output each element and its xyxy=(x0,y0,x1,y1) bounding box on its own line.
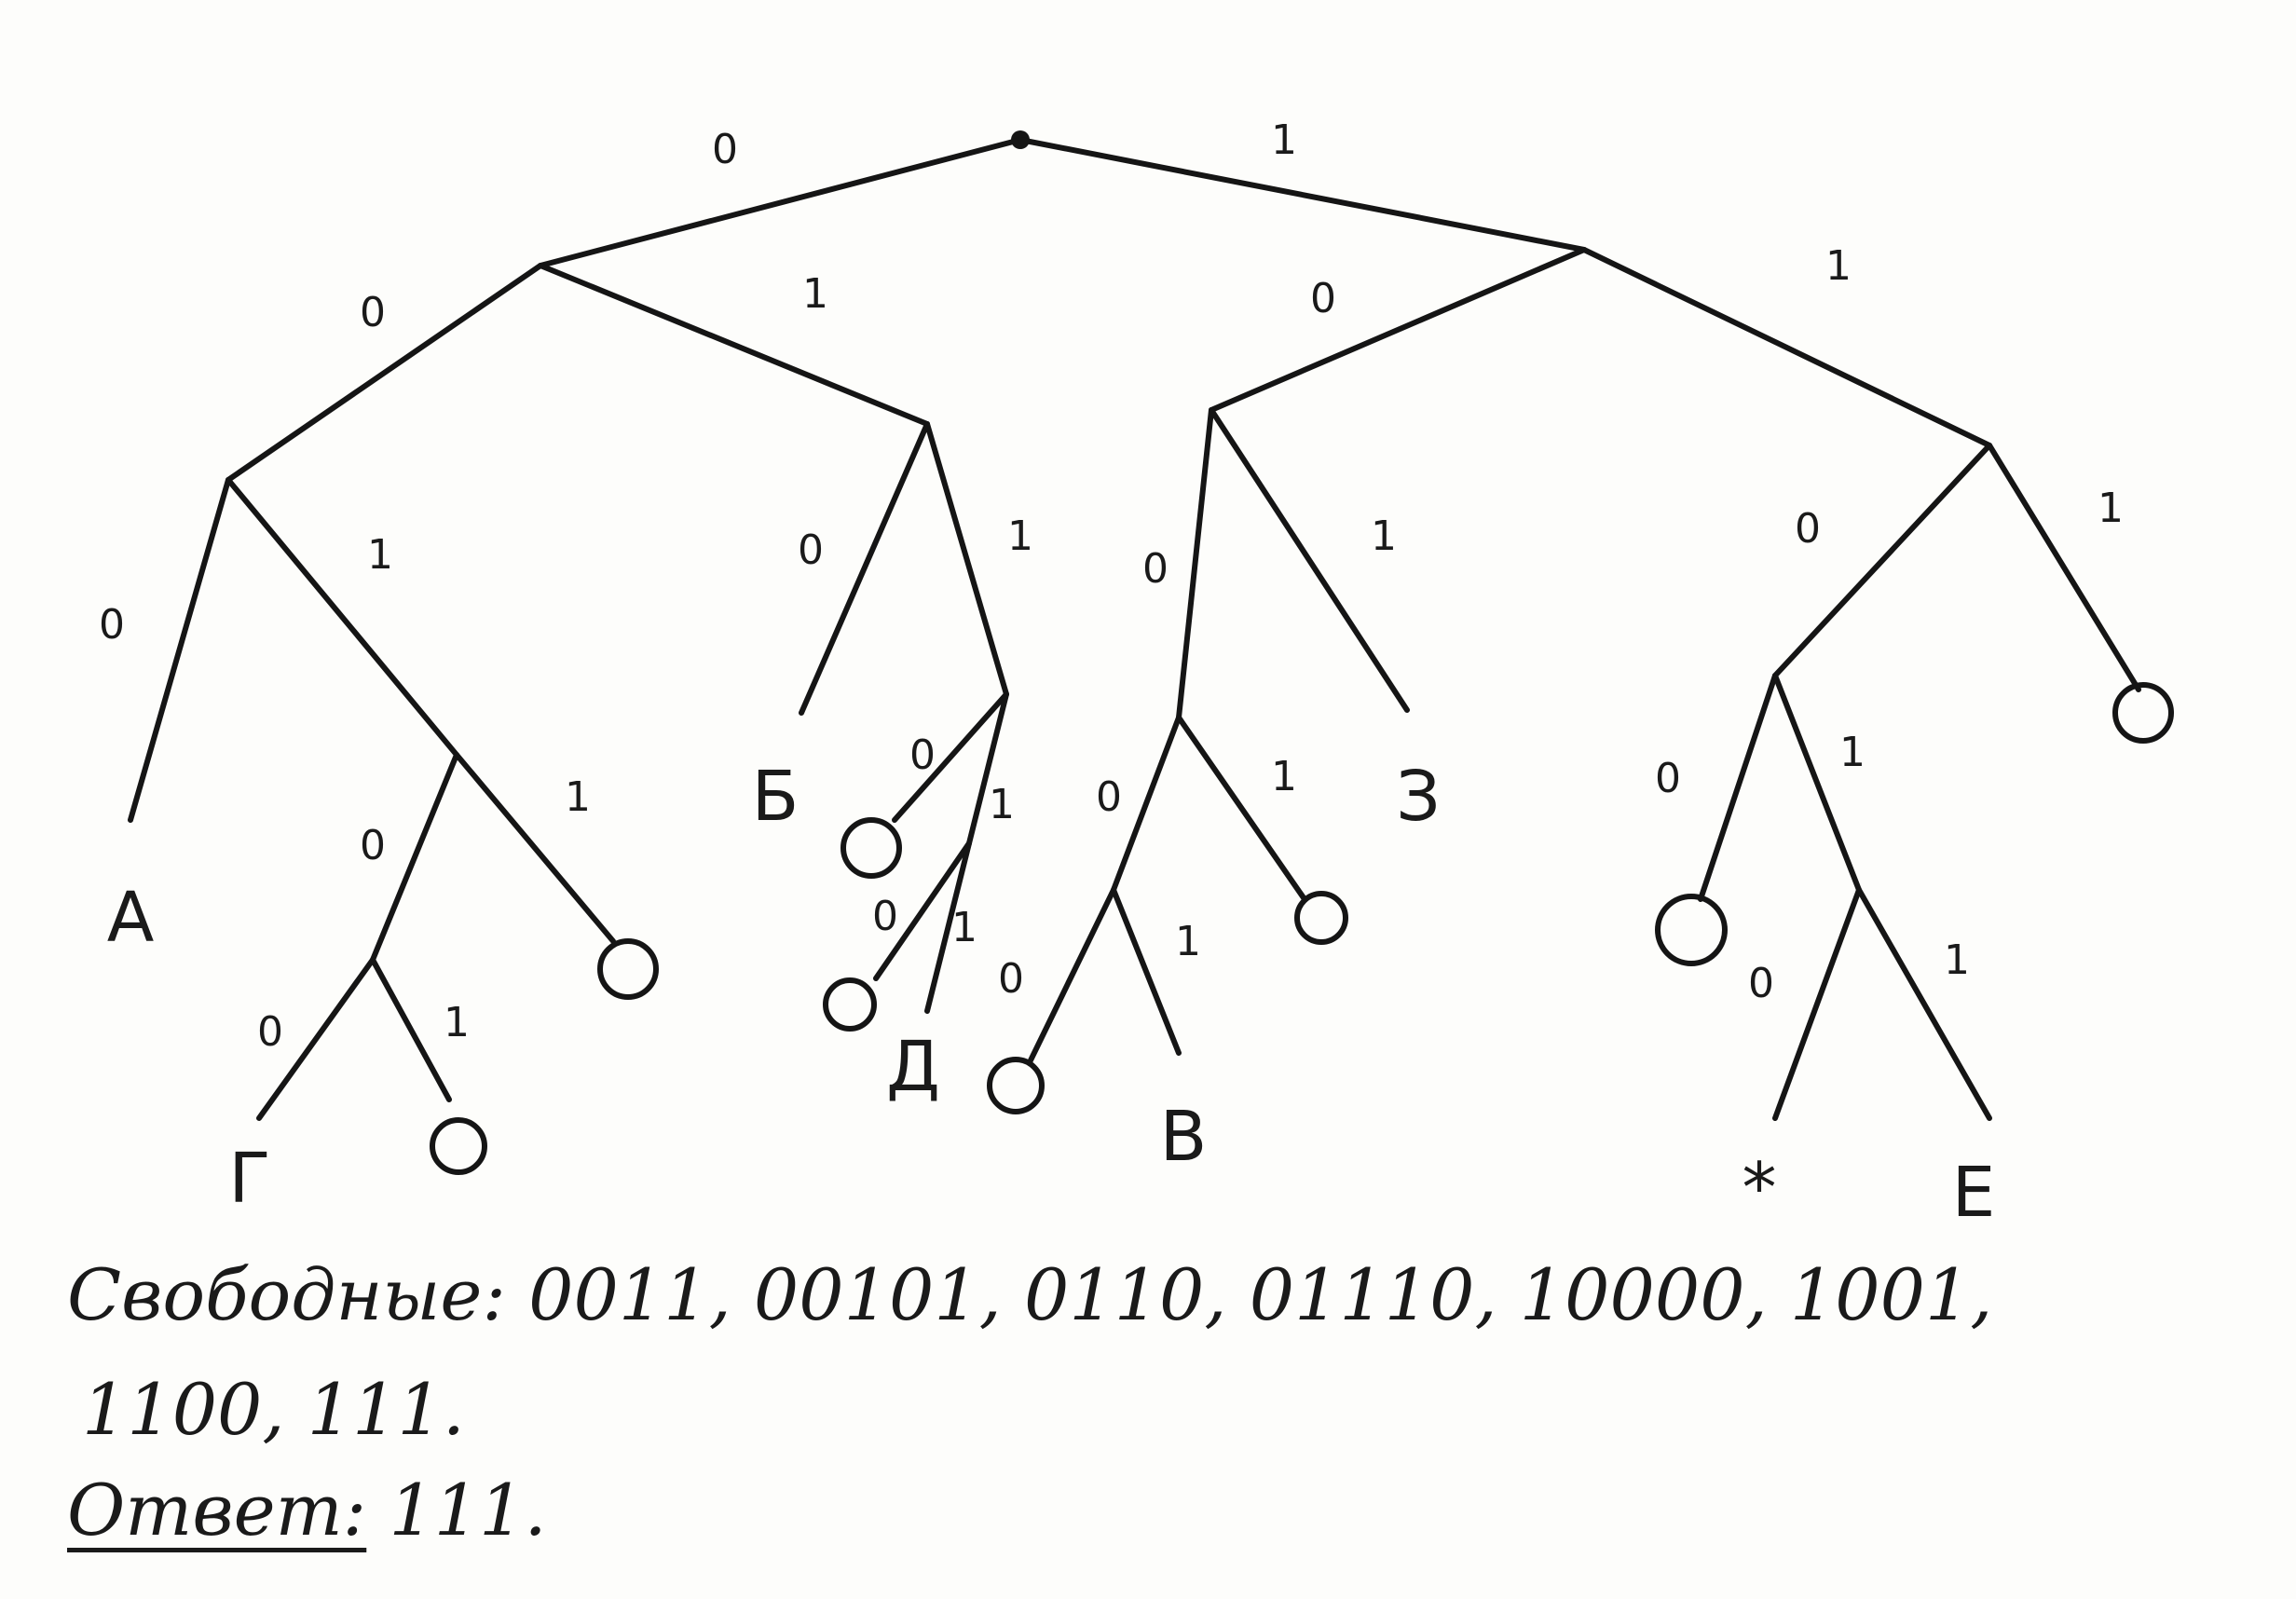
leaf-d: Д xyxy=(886,1027,940,1107)
bit-01110: 0 xyxy=(872,893,898,940)
leaf-b: Б xyxy=(752,757,800,837)
edge-0111 xyxy=(966,691,1009,846)
edge-0 xyxy=(538,137,1023,268)
bit-0011: 1 xyxy=(565,773,591,821)
free-node-0110 xyxy=(840,817,902,879)
free-node-00101 xyxy=(430,1117,487,1175)
bit-00101: 1 xyxy=(444,999,470,1046)
free-node-01110 xyxy=(823,977,877,1032)
bit-00: 0 xyxy=(360,289,386,336)
edge-10000 xyxy=(1027,887,1116,1065)
bit-11010: 0 xyxy=(1748,960,1774,1007)
leaf-e: Е xyxy=(1952,1153,1996,1233)
bit-1100: 0 xyxy=(1655,755,1681,802)
bit-011: 1 xyxy=(1007,512,1033,560)
bit-1: 1 xyxy=(1271,116,1297,164)
edge-010 xyxy=(799,421,930,716)
bit-0110: 0 xyxy=(909,731,936,779)
bit-0010: 0 xyxy=(360,822,386,869)
bit-0: 0 xyxy=(712,126,738,173)
edge-00100 xyxy=(256,957,376,1121)
leaf-v: В xyxy=(1160,1097,1208,1177)
edge-10 xyxy=(1209,247,1587,413)
edge-100 xyxy=(1176,407,1214,720)
edge-1001 xyxy=(1176,715,1307,902)
edge-0110 xyxy=(892,691,1009,823)
free-node-10000 xyxy=(987,1057,1045,1114)
bit-11: 1 xyxy=(1825,242,1852,290)
edge-0011 xyxy=(454,752,616,944)
bit-1101: 1 xyxy=(1839,729,1866,776)
edge-00 xyxy=(226,263,543,483)
free-codes-line-2: 1100, 111. xyxy=(82,1368,465,1451)
leaf-z: З xyxy=(1396,757,1440,837)
bit-101: 1 xyxy=(1371,512,1397,560)
edge-111 xyxy=(1987,443,2141,692)
answer-label: Ответ: xyxy=(67,1469,367,1551)
bit-10001: 1 xyxy=(1175,918,1201,965)
edge-11011 xyxy=(1856,887,1992,1121)
free-node-0011 xyxy=(597,938,659,1000)
edge-0010 xyxy=(370,752,459,963)
edge-11010 xyxy=(1772,887,1862,1121)
bit-10: 0 xyxy=(1310,275,1336,322)
bit-10000: 0 xyxy=(998,955,1024,1003)
free-codes-cont: 1100, 111. xyxy=(82,1368,465,1451)
edge-1100 xyxy=(1698,673,1778,902)
bit-100: 0 xyxy=(1142,545,1168,593)
bit-000: 0 xyxy=(99,601,125,649)
leaf-g: Г xyxy=(228,1139,270,1219)
free-label: Свободные: xyxy=(67,1253,506,1336)
bit-111: 1 xyxy=(2098,485,2124,532)
free-codes-line: Свободные: 0011, 00101, 0110, 01110, 100… xyxy=(67,1253,1992,1336)
edge-101 xyxy=(1209,407,1410,713)
leaf-a: А xyxy=(107,878,155,958)
bit-11011: 1 xyxy=(1944,936,1970,984)
edge-01111 xyxy=(924,840,972,1014)
answer-line: Ответ: 111. xyxy=(67,1469,547,1551)
edge-01110 xyxy=(873,840,972,981)
bit-00100: 0 xyxy=(257,1008,283,1056)
edge-11 xyxy=(1581,247,1992,448)
free-node-1100 xyxy=(1655,894,1728,966)
free-node-1001 xyxy=(1294,891,1348,945)
bit-1000: 0 xyxy=(1096,773,1122,821)
edge-01 xyxy=(538,263,930,427)
free-codes: 0011, 00101, 0110, 01110, 10000, 1001, xyxy=(528,1253,1993,1336)
edge-001 xyxy=(226,477,459,758)
bit-110: 0 xyxy=(1795,505,1821,553)
bit-01: 1 xyxy=(802,270,828,318)
free-node-111 xyxy=(2112,682,2174,744)
edge-000 xyxy=(128,477,231,823)
bit-010: 0 xyxy=(798,526,824,574)
answer-value: 111. xyxy=(389,1469,547,1551)
edge-011 xyxy=(924,421,1009,697)
bit-1001: 1 xyxy=(1271,753,1297,800)
edge-10001 xyxy=(1111,887,1182,1056)
edge-1000 xyxy=(1111,715,1182,893)
edge-1101 xyxy=(1772,673,1862,893)
edge-110 xyxy=(1772,443,1992,678)
edge-1 xyxy=(1018,137,1587,253)
bit-0111: 1 xyxy=(989,781,1015,828)
leaf-star: * xyxy=(1742,1148,1777,1228)
edge-00101 xyxy=(370,957,452,1102)
bit-001: 1 xyxy=(367,531,393,579)
bit-01111: 1 xyxy=(951,904,977,951)
